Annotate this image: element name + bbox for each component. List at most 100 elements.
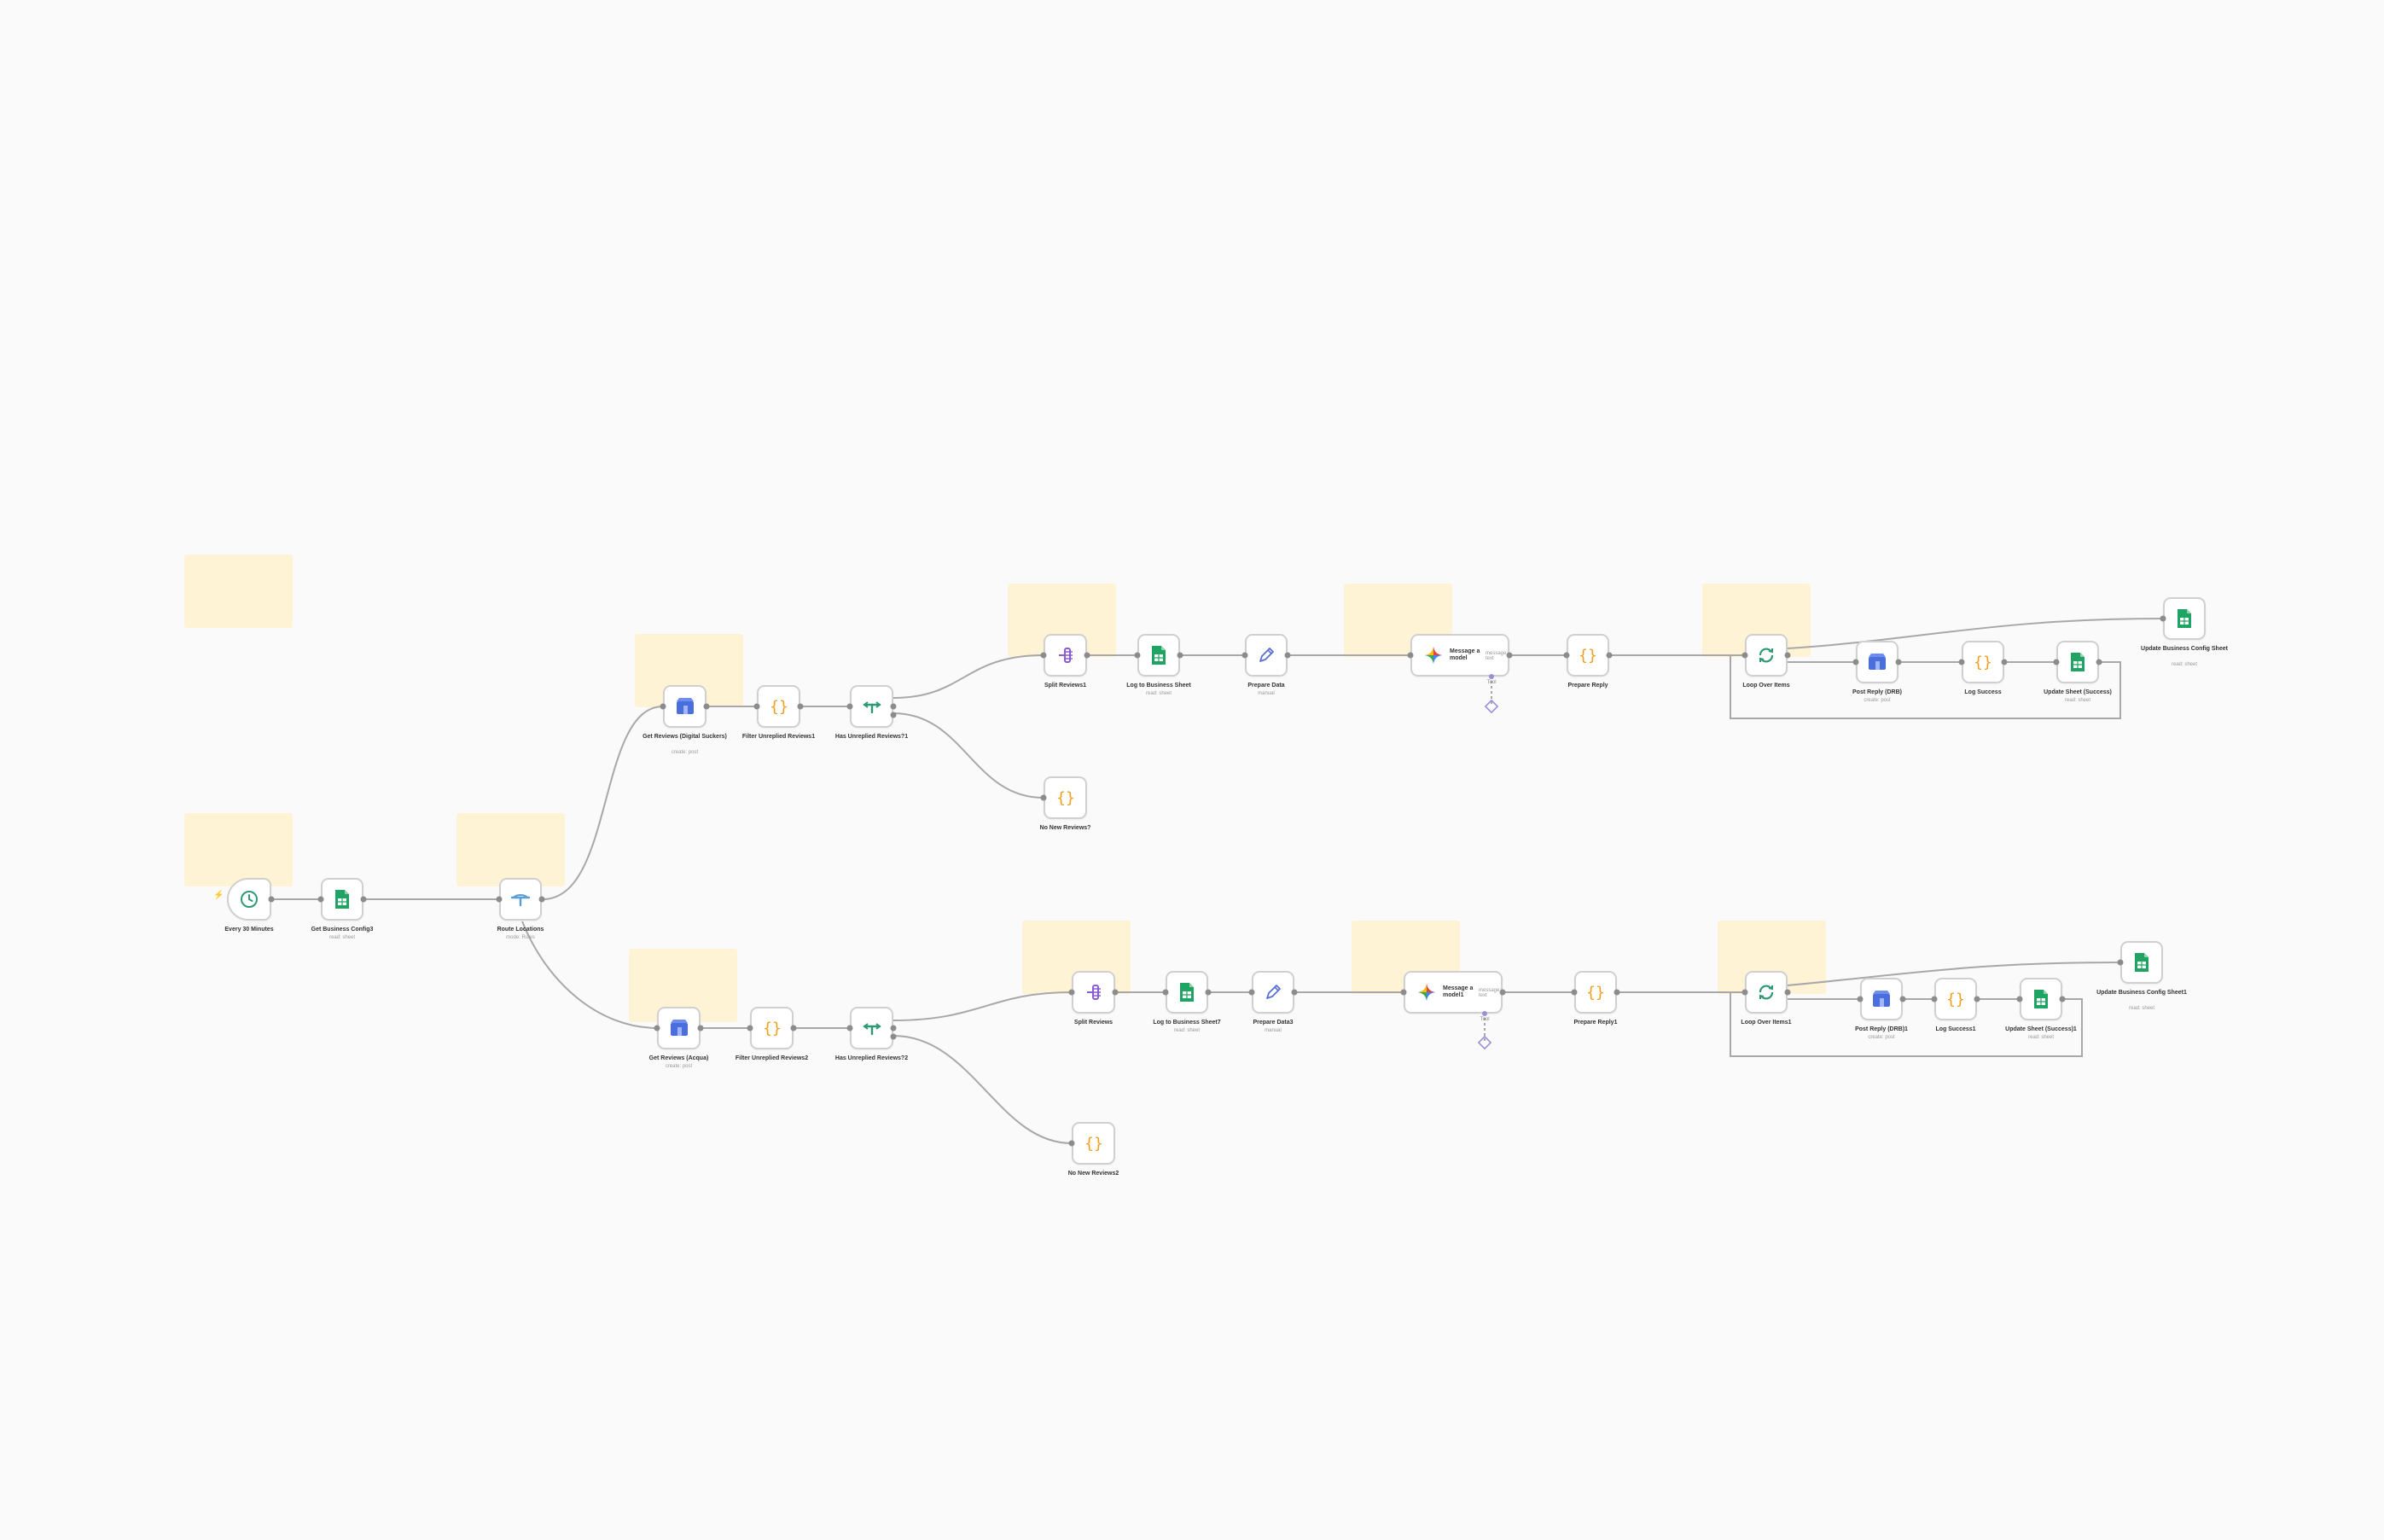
output-port[interactable] xyxy=(1112,989,1119,996)
output-port-false[interactable] xyxy=(890,712,897,718)
node-split-reviews-b[interactable] xyxy=(1072,971,1115,1014)
node-has-unreplied-reviews[interactable] xyxy=(850,685,893,728)
input-port[interactable] xyxy=(1563,652,1570,659)
output-port[interactable] xyxy=(1177,652,1183,659)
output-port[interactable] xyxy=(1974,996,1980,1002)
node-split-reviews[interactable] xyxy=(1044,634,1087,677)
node-prepare-reply1[interactable]: {} xyxy=(1574,971,1617,1014)
input-port[interactable] xyxy=(846,703,853,710)
input-port[interactable] xyxy=(317,896,324,903)
node-filter-unreplied-reviews[interactable]: {} xyxy=(757,685,800,728)
output-port[interactable] xyxy=(797,703,804,710)
input-port[interactable] xyxy=(660,703,666,710)
output-port[interactable] xyxy=(697,1025,704,1032)
input-port[interactable] xyxy=(1407,652,1414,659)
output-port[interactable] xyxy=(2001,659,2008,665)
input-port[interactable] xyxy=(1241,652,1248,659)
output-port[interactable] xyxy=(1084,652,1090,659)
node-post-reply1[interactable] xyxy=(1860,978,1903,1020)
output-port[interactable] xyxy=(538,896,545,903)
output-port[interactable] xyxy=(2059,996,2066,1002)
tool-port[interactable] xyxy=(1482,1011,1488,1016)
output-port[interactable] xyxy=(1506,652,1513,659)
node-loop-over-items[interactable] xyxy=(1745,634,1788,677)
input-port[interactable] xyxy=(747,1025,753,1032)
input-port[interactable] xyxy=(1040,794,1047,801)
input-port[interactable] xyxy=(1741,652,1748,659)
input-port[interactable] xyxy=(846,1025,853,1032)
node-update-business-config-sheet[interactable] xyxy=(2163,597,2206,640)
node-get-reviews-digital-suckers[interactable] xyxy=(663,685,706,728)
node-get-reviews-acqua[interactable] xyxy=(657,1007,701,1049)
node-update-sheet-success1[interactable] xyxy=(2020,978,2062,1020)
input-port[interactable] xyxy=(2117,959,2124,966)
sticky-note[interactable] xyxy=(184,555,293,628)
output-port-false[interactable] xyxy=(890,1033,897,1040)
output-port[interactable] xyxy=(2096,659,2102,665)
input-port[interactable] xyxy=(654,1025,660,1032)
node-filter-unreplied-reviews2[interactable]: {} xyxy=(750,1007,794,1049)
node-has-unreplied-reviews2[interactable] xyxy=(850,1007,893,1049)
node-log-to-business-sheet[interactable] xyxy=(1137,634,1180,677)
node-prepare-data[interactable] xyxy=(1245,634,1288,677)
node-update-business-config-sheet1[interactable] xyxy=(2120,941,2163,984)
output-port[interactable] xyxy=(1784,989,1791,996)
output-port[interactable] xyxy=(1614,989,1620,996)
output-port[interactable] xyxy=(1895,659,1902,665)
output-port[interactable] xyxy=(1899,996,1906,1002)
input-port[interactable] xyxy=(1571,989,1578,996)
output-port[interactable] xyxy=(890,1025,897,1032)
input-port[interactable] xyxy=(1068,1140,1075,1147)
output-port[interactable] xyxy=(890,703,897,710)
input-port[interactable] xyxy=(1741,989,1748,996)
tool-port[interactable] xyxy=(1489,674,1495,679)
node-log-success[interactable]: {} xyxy=(1962,641,2004,683)
node-no-new-reviews2[interactable]: {} xyxy=(1072,1122,1115,1165)
node-no-new-reviews[interactable]: {} xyxy=(1044,776,1087,819)
input-port[interactable] xyxy=(1040,652,1047,659)
node-every-30-minutes[interactable] xyxy=(227,878,271,921)
node-loop-over-items1[interactable] xyxy=(1745,971,1788,1014)
sticky-note[interactable] xyxy=(184,813,293,886)
node-log-success1[interactable]: {} xyxy=(1934,978,1977,1020)
node-update-sheet-success[interactable] xyxy=(2056,641,2099,683)
node-route-locations[interactable] xyxy=(499,878,542,921)
input-port[interactable] xyxy=(1162,989,1169,996)
output-port[interactable] xyxy=(1499,989,1506,996)
input-port[interactable] xyxy=(1852,659,1859,665)
input-port[interactable] xyxy=(2160,615,2166,622)
node-label: Split Reviews1 xyxy=(1044,683,1087,689)
sticky-note[interactable] xyxy=(456,813,565,886)
input-port[interactable] xyxy=(496,896,503,903)
input-port[interactable] xyxy=(2016,996,2023,1002)
node-label: Prepare Reply xyxy=(1567,683,1608,689)
input-port[interactable] xyxy=(1400,989,1407,996)
input-port[interactable] xyxy=(1248,989,1255,996)
node-label: Log to Business Sheet7 xyxy=(1153,1020,1221,1026)
input-port[interactable] xyxy=(1068,989,1075,996)
output-port[interactable] xyxy=(268,896,275,903)
input-port[interactable] xyxy=(753,703,760,710)
node-get-business-config[interactable] xyxy=(321,878,363,921)
output-port[interactable] xyxy=(1291,989,1298,996)
output-port[interactable] xyxy=(1205,989,1212,996)
output-port[interactable] xyxy=(790,1025,797,1032)
node-prepare-reply[interactable]: {} xyxy=(1567,634,1609,677)
output-port[interactable] xyxy=(1606,652,1613,659)
input-port[interactable] xyxy=(1134,652,1141,659)
svg-text:{}: {} xyxy=(1946,991,1965,1008)
node-prepare-data3[interactable] xyxy=(1252,971,1294,1014)
input-port[interactable] xyxy=(1931,996,1938,1002)
output-port[interactable] xyxy=(1784,652,1791,659)
node-log-to-business-sheet7[interactable] xyxy=(1166,971,1208,1014)
node-post-reply[interactable] xyxy=(1856,641,1898,683)
output-port[interactable] xyxy=(1284,652,1291,659)
output-port[interactable] xyxy=(703,703,710,710)
output-port[interactable] xyxy=(360,896,367,903)
input-port[interactable] xyxy=(2053,659,2060,665)
input-port[interactable] xyxy=(1857,996,1864,1002)
input-port[interactable] xyxy=(1958,659,1965,665)
